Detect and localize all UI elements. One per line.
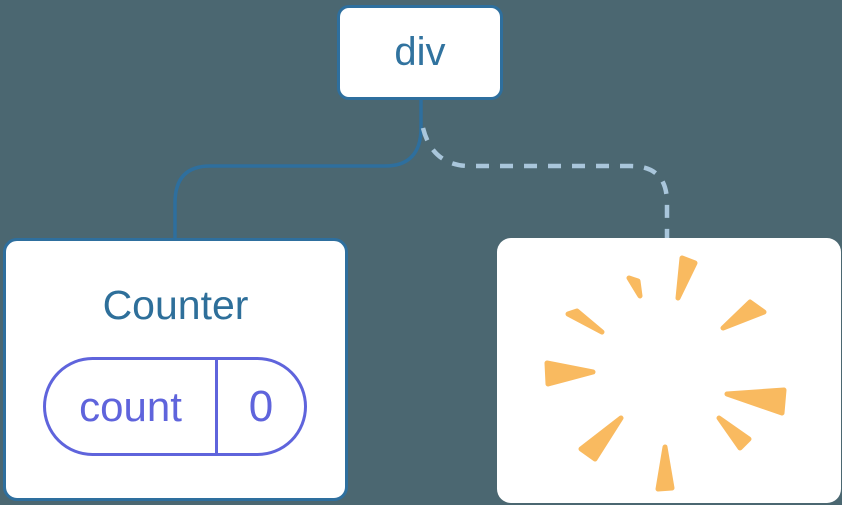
state-pill: count 0 bbox=[43, 357, 307, 456]
removed-component-card bbox=[497, 238, 841, 503]
state-pill-value: 0 bbox=[248, 381, 274, 431]
counter-component-card: Counter count 0 bbox=[3, 238, 348, 501]
counter-card-title: Counter bbox=[102, 282, 249, 328]
solid-connector bbox=[173, 100, 423, 240]
tree-node-div: div bbox=[337, 5, 503, 100]
dashed-connector bbox=[420, 127, 670, 240]
state-pill-name: count bbox=[46, 360, 218, 453]
tree-node-div-label: div bbox=[394, 30, 446, 74]
poof-icon bbox=[544, 255, 787, 492]
